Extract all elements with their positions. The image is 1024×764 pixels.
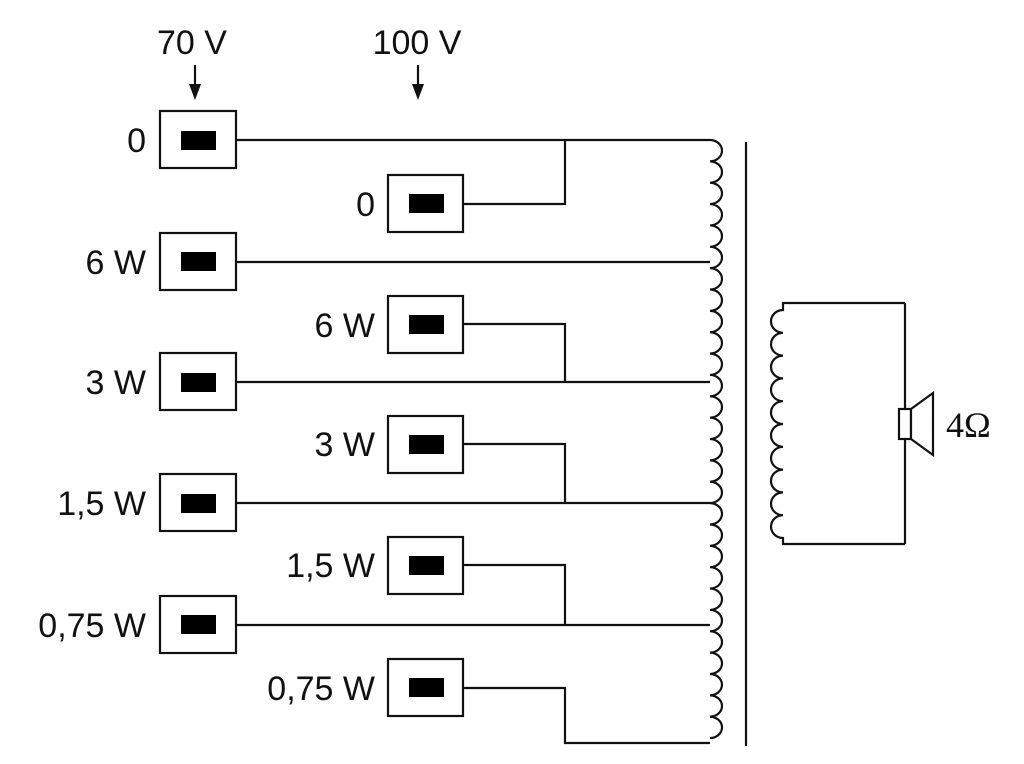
header-100v: 100 V [373,24,462,62]
terminal-70v-0[interactable] [158,109,238,170]
terminal-100v-0[interactable] [386,173,465,234]
tap-100v-label: 6 W [315,307,375,345]
tap-100v-label: 0 [356,186,375,224]
screw-terminal-icon [181,373,216,392]
screw-terminal-icon [409,435,444,454]
tap-100v-label: 0,75 W [267,670,375,708]
screw-terminal-icon [181,252,216,271]
tap-70v-label: 1,5 W [57,485,146,523]
terminal-100v-6w[interactable] [386,294,465,355]
screw-terminal-icon [409,678,444,697]
tap-70v-label: 6 W [86,244,146,282]
screw-terminal-icon [409,315,444,334]
screw-terminal-icon [181,615,216,634]
secondary-winding [769,301,905,546]
arrow-down-icon [189,65,201,100]
terminal-70v-6w[interactable] [158,231,238,292]
terminal-70v-1-5w[interactable] [158,472,238,533]
screw-terminal-icon [409,194,444,213]
screw-terminal-icon [181,494,216,513]
primary-winding [709,138,724,740]
terminal-100v-1-5w[interactable] [386,535,465,596]
tap-70v-label: 0,75 W [38,607,146,645]
tap-70v-label: 3 W [86,364,146,402]
terminal-70v-0-75w[interactable] [158,594,238,655]
header-70v: 70 V [157,24,227,62]
loudspeaker-icon [897,390,935,458]
terminal-100v-3w[interactable] [386,414,465,475]
speaker-impedance-label: 4Ω [946,405,991,445]
tap-100v-label: 1,5 W [286,547,375,585]
terminal-70v-3w[interactable] [158,351,238,412]
terminal-100v-0-75w[interactable] [386,657,465,718]
screw-terminal-icon [181,131,216,150]
tap-70v-label: 0 [127,122,146,160]
tap-100v-label: 3 W [315,426,375,464]
arrow-down-icon [412,65,424,100]
primary-70v-wires [236,138,710,627]
screw-terminal-icon [409,556,444,575]
primary-100v-wires [463,140,710,745]
